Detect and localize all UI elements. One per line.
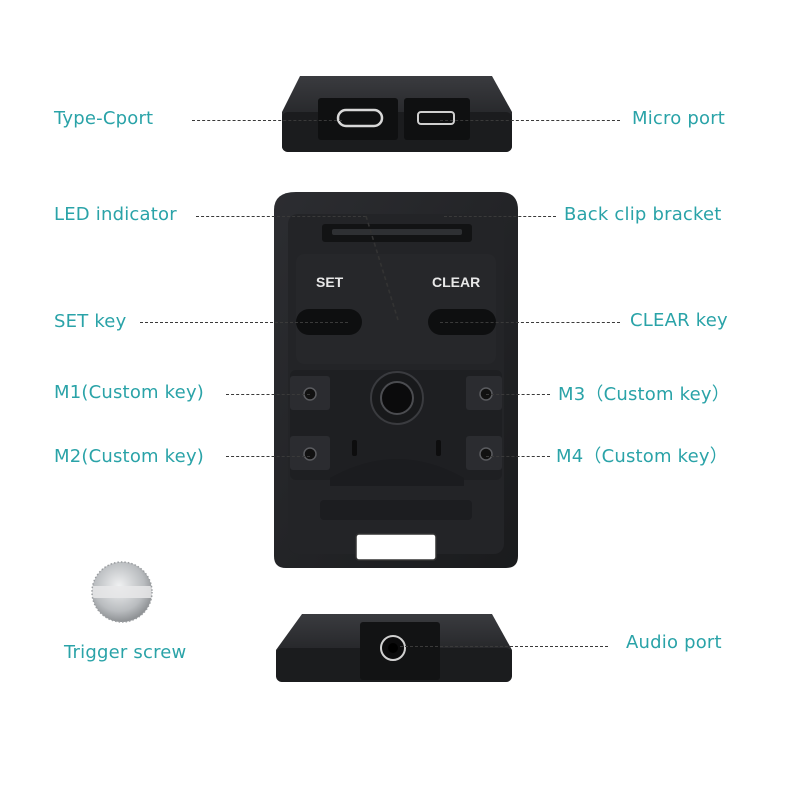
typec-port-housing [318, 98, 398, 140]
set-key-text: SET [316, 274, 344, 290]
lanyard-slot [355, 533, 437, 561]
label-set-key: SET key [54, 311, 127, 332]
leader-set-key [140, 322, 348, 323]
micro-port [417, 111, 455, 125]
label-led-indicator: LED indicator [54, 204, 177, 225]
leader-m3 [486, 394, 550, 395]
leader-m2 [226, 456, 310, 457]
leader-m1 [226, 394, 310, 395]
leader-clear-key [440, 322, 620, 323]
m4-key[interactable] [479, 447, 493, 461]
clear-key-text: CLEAR [432, 274, 480, 290]
leader-micro [440, 120, 620, 121]
micro-port-housing [404, 98, 470, 140]
leader-led [196, 216, 366, 217]
label-typec-port: Type-Cport [54, 108, 154, 129]
typec-port [336, 108, 384, 128]
m2-key[interactable] [303, 447, 317, 461]
label-back-clip: Back clip bracket [564, 204, 722, 225]
top-view [282, 76, 512, 152]
label-m3: M3（Custom key） [558, 384, 730, 405]
leader-audio [400, 646, 608, 647]
label-audio-port: Audio port [626, 632, 722, 653]
leader-back-clip [444, 216, 556, 217]
label-micro-port: Micro port [632, 108, 726, 129]
label-m4: M4（Custom key） [556, 446, 728, 467]
label-trigger-screw: Trigger screw [64, 642, 187, 663]
trigger-screw [91, 561, 153, 623]
label-m2: M2(Custom key) [54, 446, 205, 467]
leader-m4 [486, 456, 550, 457]
label-clear-key: CLEAR key [630, 310, 728, 331]
bottom-view [276, 614, 512, 682]
trigger-screw-socket [380, 381, 414, 415]
label-m1: M1(Custom key) [54, 382, 205, 403]
leader-typec [192, 120, 342, 121]
